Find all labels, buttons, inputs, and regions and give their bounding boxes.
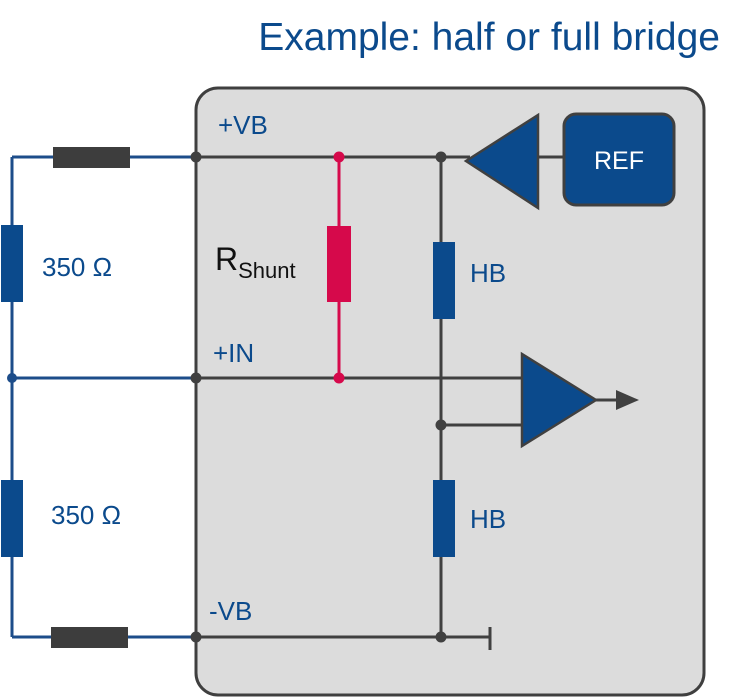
terminal-node-in-plus	[190, 372, 202, 384]
reference-box	[562, 112, 676, 207]
bridge-resistor-top	[1, 225, 23, 302]
shunt-label-subscript: Shunt	[238, 258, 296, 283]
external-bridge-wiring	[10, 155, 196, 639]
half-bridge-resistor-top	[433, 242, 455, 319]
resistor-label-top: 350 Ω	[42, 252, 112, 282]
resistor-label-bottom: 350 Ω	[51, 500, 121, 530]
half-bridge-label-bottom: HB	[470, 504, 506, 534]
external-resistor-bottom-wire	[51, 627, 128, 648]
terminal-label-in-plus: +IN	[213, 338, 254, 368]
output-arrow-icon	[616, 390, 639, 410]
half-bridge-label-top: HB	[470, 258, 506, 288]
reference-label: REF	[594, 147, 644, 175]
external-resistor-top-wire	[53, 147, 130, 168]
diagram-title: Example: half or full bridge	[258, 16, 720, 59]
terminal-node-vb-minus	[190, 631, 202, 643]
shunt-label: RShunt	[215, 241, 296, 283]
shunt-node-bottom	[333, 372, 345, 384]
reference-buffer-amplifier	[463, 112, 540, 211]
shunt-resistor	[327, 226, 351, 302]
terminal-node-vb-plus	[190, 151, 202, 163]
shunt-label-main: R	[215, 241, 238, 277]
shunt-node-top	[333, 151, 345, 163]
bridge-midpoint-node	[7, 373, 17, 383]
junction-node-mid	[435, 419, 447, 431]
half-bridge-resistor-bottom	[433, 480, 455, 557]
differential-amplifier	[520, 351, 599, 449]
junction-node-vb	[435, 151, 447, 163]
junction-node-ground	[435, 631, 447, 643]
module-box	[194, 86, 706, 697]
bridge-resistor-bottom	[1, 480, 23, 557]
terminal-label-vb-plus: +VB	[218, 110, 268, 140]
terminal-label-vb-minus: -VB	[209, 596, 252, 626]
